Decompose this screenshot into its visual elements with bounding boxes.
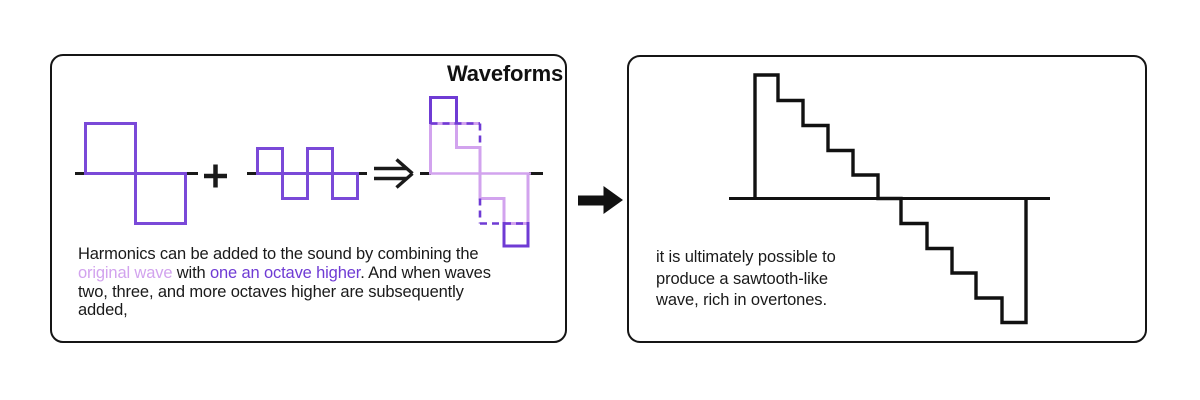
caption-line-1: it is ultimately possible to	[656, 248, 836, 266]
octave-higher-phrase: one an octave higher	[209, 263, 361, 282]
caption-line-4: added,	[78, 301, 128, 320]
sawtooth-caption: it is ultimately possible to produce a s…	[656, 247, 836, 312]
original-wave-phrase: original wave	[78, 263, 173, 282]
caption-line-3: wave, rich in overtones.	[656, 291, 827, 310]
caption-text: . And when waves	[360, 263, 491, 282]
caption-line-3: two, three, and more octaves higher are …	[78, 282, 464, 301]
transition-arrow-icon	[578, 186, 623, 214]
harmonics-caption: Harmonics can be added to the sound by c…	[78, 245, 491, 320]
panel-title: Waveforms	[447, 61, 563, 86]
caption-line-2: original wave with one an octave higher.…	[78, 264, 491, 283]
caption-line-2: produce a sawtooth-like	[656, 269, 828, 288]
caption-line-1: Harmonics can be added to the sound by c…	[78, 245, 479, 263]
caption-text: with	[172, 263, 210, 282]
